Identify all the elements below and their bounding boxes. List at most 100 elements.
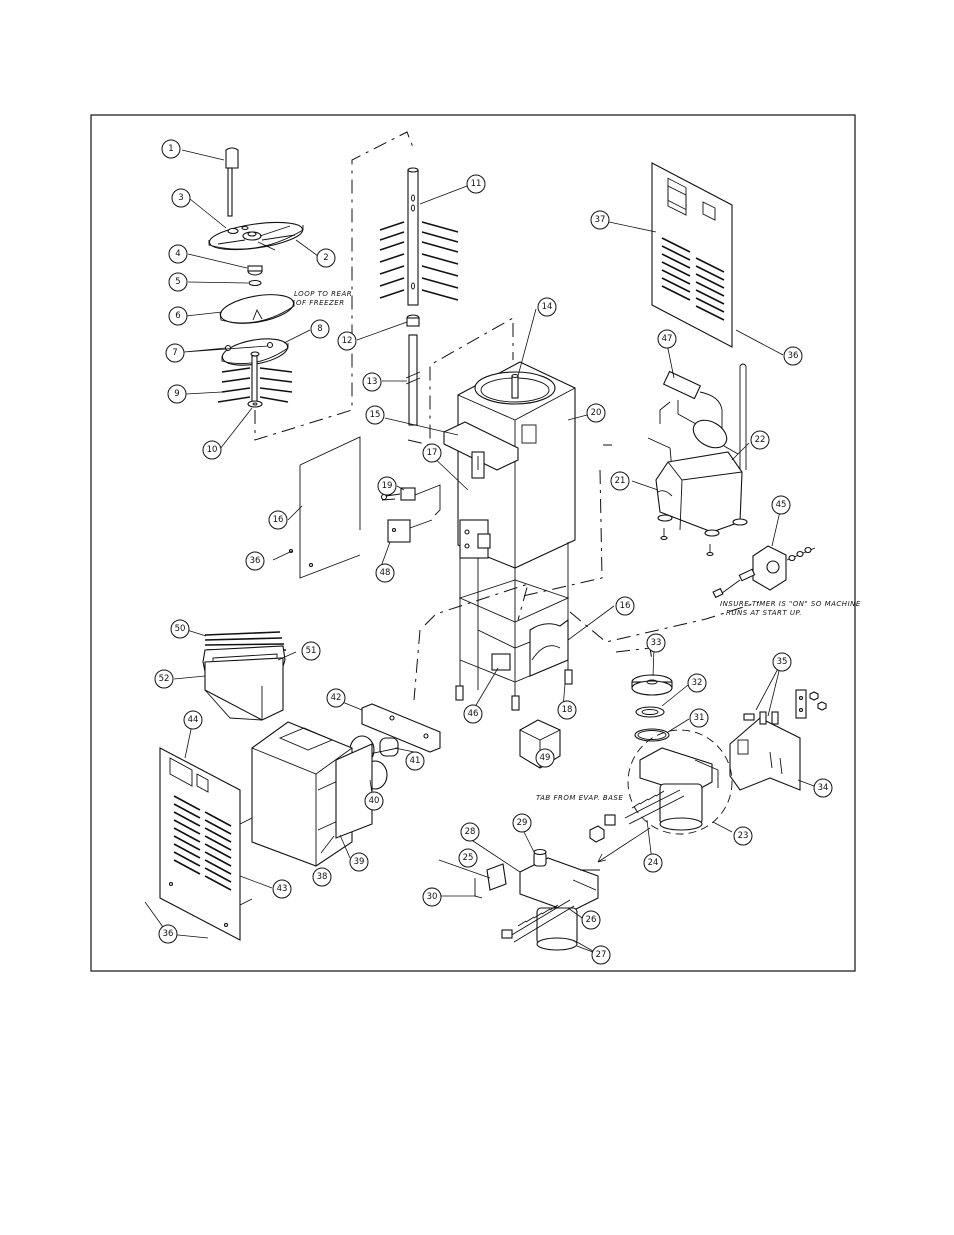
- svg-text:6: 6: [175, 311, 180, 321]
- callout-11: 11: [466, 174, 486, 194]
- svg-text:33: 33: [651, 638, 662, 648]
- callout-1: 1: [161, 139, 181, 159]
- callout-6: 6: [168, 306, 188, 326]
- svg-text:32: 32: [692, 678, 703, 688]
- svg-text:45: 45: [776, 500, 787, 510]
- callout-16a: 16: [268, 510, 288, 530]
- svg-text:15: 15: [370, 410, 381, 420]
- svg-text:19: 19: [382, 481, 393, 491]
- svg-text:52: 52: [159, 674, 170, 684]
- svg-text:26: 26: [586, 915, 597, 925]
- callout-3: 3: [171, 188, 191, 208]
- svg-text:3: 3: [178, 193, 183, 203]
- callout-15: 15: [365, 405, 385, 425]
- relay-part: [387, 519, 411, 543]
- note-timer-line1: INSURE TIMER IS "ON" SO MACHINE: [720, 600, 861, 608]
- loop-leader-line: [254, 131, 415, 441]
- callout-28: 28: [460, 822, 480, 842]
- svg-text:16: 16: [620, 601, 631, 611]
- shroud-part: [251, 721, 353, 867]
- callout-13: 13: [362, 372, 382, 392]
- svg-text:47: 47: [662, 334, 673, 344]
- svg-text:38: 38: [317, 872, 328, 882]
- callout-22: 22: [750, 430, 770, 450]
- svg-text:31: 31: [694, 713, 705, 723]
- callout-32: 32: [687, 673, 707, 693]
- svg-text:35: 35: [777, 657, 788, 667]
- callout-7: 7: [165, 343, 185, 363]
- callout-36c: 36: [158, 924, 178, 944]
- svg-text:43: 43: [277, 884, 288, 894]
- note-loop-line2: OF FREEZER: [296, 299, 345, 307]
- agitator-knob-part: [225, 147, 239, 217]
- svg-text:16: 16: [273, 515, 284, 525]
- callout-4: 4: [168, 244, 188, 264]
- lower-shaft-part: [405, 334, 421, 426]
- callout-bubbles: 1 2 3 4 5 6 7 8 9 10 11 12 13 14 15 16 1…: [154, 139, 833, 965]
- svg-text:23: 23: [738, 831, 749, 841]
- callout-8: 8: [310, 319, 330, 339]
- timer-part: [712, 545, 816, 599]
- callout-10: 10: [202, 440, 222, 460]
- svg-text:14: 14: [542, 302, 553, 312]
- front-panel-part: [159, 747, 253, 941]
- evaporator-detail-part: [589, 729, 733, 843]
- svg-text:21: 21: [615, 476, 626, 486]
- callout-38: 38: [312, 867, 332, 887]
- mounting-bracket-part: [729, 689, 827, 791]
- callout-5: 5: [168, 272, 188, 292]
- callout-42: 42: [326, 688, 346, 708]
- svg-text:1: 1: [168, 144, 173, 154]
- callout-52: 52: [154, 669, 174, 689]
- svg-text:30: 30: [427, 892, 438, 902]
- callout-40: 40: [364, 791, 384, 811]
- bottom-washer-part: [247, 400, 263, 408]
- callout-17: 17: [422, 443, 442, 463]
- callout-36b: 36: [245, 551, 265, 571]
- svg-text:2: 2: [323, 253, 328, 263]
- svg-text:36: 36: [250, 556, 261, 566]
- callout-47: 47: [657, 329, 677, 349]
- callout-39: 39: [349, 852, 369, 872]
- svg-text:51: 51: [306, 646, 317, 656]
- note-tab: TAB FROM EVAP. BASE: [536, 794, 623, 802]
- svg-text:36: 36: [788, 351, 799, 361]
- callout-48: 48: [375, 563, 395, 583]
- svg-text:28: 28: [465, 827, 476, 837]
- callout-16b: 16: [615, 596, 635, 616]
- svg-text:25: 25: [463, 853, 474, 863]
- callout-33: 33: [646, 633, 666, 653]
- svg-text:13: 13: [367, 377, 378, 387]
- callout-43: 43: [272, 879, 292, 899]
- disk-part: [219, 294, 295, 324]
- callout-49: 49: [535, 748, 555, 768]
- svg-text:18: 18: [562, 705, 573, 715]
- side-bracket-part: [361, 703, 441, 753]
- decal-panel-part: [299, 436, 361, 579]
- top-cover-part: [208, 221, 304, 251]
- callout-30: 30: [422, 887, 442, 907]
- side-panel-part: [651, 162, 733, 348]
- svg-text:24: 24: [648, 858, 659, 868]
- svg-text:11: 11: [471, 179, 482, 189]
- callout-24: 24: [643, 853, 663, 873]
- svg-text:41: 41: [410, 756, 421, 766]
- compressor-assembly-part: [647, 363, 748, 557]
- callout-44: 44: [183, 710, 203, 730]
- callout-23: 23: [733, 826, 753, 846]
- svg-text:29: 29: [517, 818, 528, 828]
- svg-text:4: 4: [175, 249, 180, 259]
- callout-36a: 36: [783, 346, 803, 366]
- o-ring-31-part: [634, 728, 670, 742]
- svg-text:49: 49: [540, 753, 551, 763]
- svg-text:39: 39: [354, 857, 365, 867]
- svg-text:9: 9: [174, 389, 179, 399]
- svg-text:46: 46: [468, 709, 479, 719]
- callout-41: 41: [405, 751, 425, 771]
- callout-19: 19: [377, 476, 397, 496]
- svg-text:20: 20: [591, 408, 602, 418]
- note-timer-line2: RUNS AT START UP.: [726, 609, 802, 617]
- callout-50: 50: [170, 619, 190, 639]
- callout-46: 46: [463, 704, 483, 724]
